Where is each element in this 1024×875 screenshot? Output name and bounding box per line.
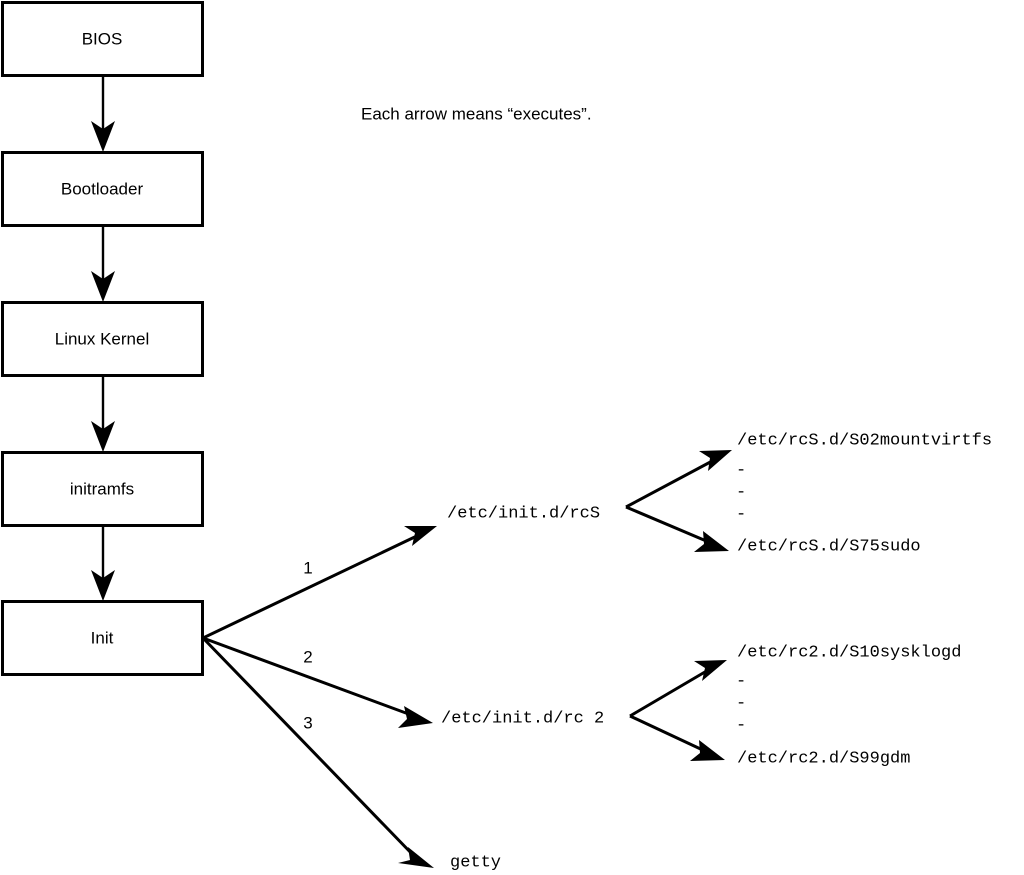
node-linux-kernel: Linux Kernel xyxy=(1,301,204,377)
diagram-caption: Each arrow means “executes”. xyxy=(361,104,592,123)
arrow-rc2-to-s10sysklogd xyxy=(629,660,727,718)
node-bootloader-label: Bootloader xyxy=(61,179,144,198)
leaf-rc2-first: /etc/rc2.d/S10sysklogd xyxy=(737,643,961,662)
rc2-ellipsis-dash-1: - xyxy=(736,672,746,691)
arrow-init-to-getty xyxy=(201,636,434,868)
rc2-ellipsis-dash-3: - xyxy=(736,716,746,735)
arrow-rcs-to-s75sudo xyxy=(625,505,729,552)
node-initramfs: initramfs xyxy=(1,451,204,527)
arrow-rcs-to-s75sudo-head xyxy=(694,531,729,552)
arrow-init-to-getty-shaft xyxy=(201,636,417,859)
arrow-init-to-rc2 xyxy=(202,636,433,728)
node-init-box xyxy=(1,600,204,676)
arrow-init-to-getty-head xyxy=(398,847,434,868)
arrow-rc2-to-s99gdm xyxy=(629,714,725,761)
node-bootloader-box xyxy=(1,151,204,227)
arrow-initramfs-to-init xyxy=(91,526,115,601)
rcs-ellipsis-dash-2: - xyxy=(736,483,746,502)
arrow-bootloader-to-kernel xyxy=(91,226,115,302)
node-init: Init xyxy=(1,600,204,676)
node-bios-label: BIOS xyxy=(82,29,123,48)
node-rcs-label: /etc/init.d/rcS xyxy=(447,504,600,523)
rcs-ellipsis-dash-1: - xyxy=(736,461,746,480)
arrow-bios-to-bootloader xyxy=(91,76,115,152)
node-bios: BIOS xyxy=(1,1,204,77)
node-initramfs-label: initramfs xyxy=(70,479,134,498)
node-bootloader: Bootloader xyxy=(1,151,204,227)
node-initramfs-box xyxy=(1,451,204,527)
arrow-init-to-rc2-shaft xyxy=(202,636,415,718)
edge-label-1: 1 xyxy=(303,558,312,577)
leaf-rcs-last: /etc/rcS.d/S75sudo xyxy=(737,537,921,556)
rc2-ellipsis-dash-2: - xyxy=(736,694,746,713)
arrow-bootloader-to-kernel-head xyxy=(91,271,115,302)
arrow-init-to-rcs-shaft xyxy=(202,532,422,640)
arrow-initramfs-to-init-head xyxy=(91,570,115,601)
arrow-init-to-rc2-head xyxy=(398,706,433,728)
arrow-rcs-to-s02mountvirtfs-shaft xyxy=(625,457,717,509)
arrow-rc2-to-s10sysklogd-shaft xyxy=(629,667,711,718)
edge-label-3: 3 xyxy=(303,713,312,732)
node-init-label: Init xyxy=(91,628,114,647)
node-bios-box xyxy=(1,1,204,77)
node-linux-kernel-label: Linux Kernel xyxy=(55,329,150,348)
node-linux-kernel-box xyxy=(1,301,204,377)
arrow-kernel-to-initramfs-head xyxy=(91,421,115,452)
arrow-rcs-to-s02mountvirtfs xyxy=(625,450,732,509)
arrow-rcs-to-s02mountvirtfs-head xyxy=(699,450,732,471)
node-getty-label: getty xyxy=(450,853,501,872)
leaf-rc2-last: /etc/rc2.d/S99gdm xyxy=(737,749,910,768)
rcs-ellipsis-dash-3: - xyxy=(736,505,746,524)
edge-label-2: 2 xyxy=(303,647,312,666)
leaf-rcs-first: /etc/rcS.d/S02mountvirtfs xyxy=(737,431,992,450)
arrow-rc2-to-s99gdm-head xyxy=(690,740,725,761)
arrow-rc2-to-s99gdm-shaft xyxy=(629,714,708,754)
arrow-init-to-rcs xyxy=(202,526,437,640)
arrow-init-to-rcs-head xyxy=(404,526,437,546)
arrow-rcs-to-s75sudo-shaft xyxy=(625,505,712,545)
arrow-bios-to-bootloader-head xyxy=(91,121,115,152)
arrow-kernel-to-initramfs xyxy=(91,376,115,452)
arrow-rc2-to-s10sysklogd-head xyxy=(694,660,727,681)
node-rc2-label: /etc/init.d/rc 2 xyxy=(441,709,604,728)
